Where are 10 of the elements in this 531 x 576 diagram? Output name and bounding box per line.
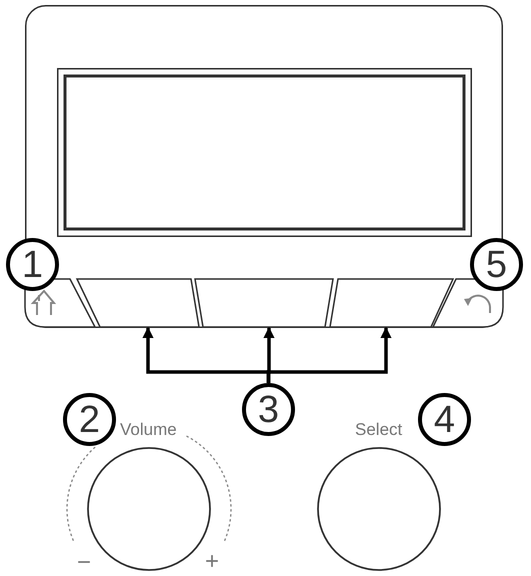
- knob-label: Volume: [120, 421, 177, 438]
- callout-number: 2: [63, 393, 116, 446]
- minus-sign: −: [77, 551, 92, 575]
- plus-sign: +: [205, 550, 220, 574]
- callout-number: 5: [470, 238, 523, 291]
- callout-number: 1: [6, 238, 59, 291]
- knob-label: Select: [355, 421, 402, 438]
- callout-number: 4: [418, 393, 471, 446]
- pointer-arrow: [266, 326, 392, 383]
- callout-number: 3: [242, 383, 295, 436]
